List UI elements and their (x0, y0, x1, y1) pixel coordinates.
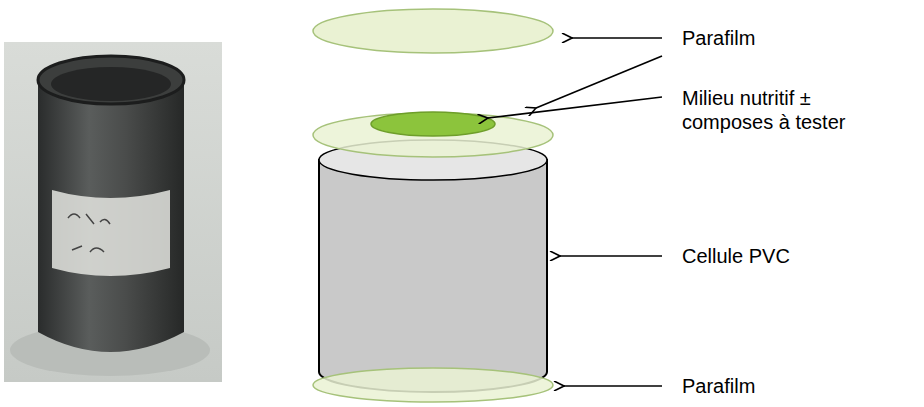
parafilm-disc (313, 9, 553, 53)
parafilm-disc (313, 368, 553, 402)
part-label: Parafilm (682, 26, 902, 50)
photo (4, 42, 222, 382)
part-label: Milieu nutritif ± composes à tester (682, 86, 872, 134)
parafilm-disc (313, 113, 553, 157)
part-label: Cellule PVC (682, 244, 902, 268)
leader-arrows (488, 38, 662, 386)
culture-cell (319, 140, 547, 392)
medium-disc (371, 112, 495, 136)
part-label: Parafilm (682, 374, 902, 398)
